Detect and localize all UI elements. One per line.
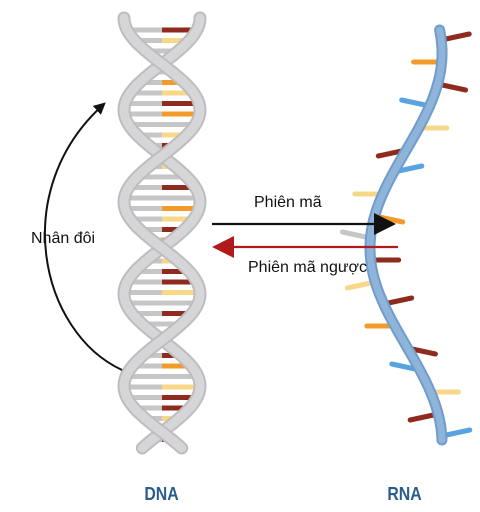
transcription-arrow-head [374, 213, 396, 235]
rna-backbone [364, 24, 448, 446]
dna-double-helix [117, 11, 207, 455]
dna-backbone-strand-a-highlight [119, 13, 205, 453]
dna-backbone-strand-b-highlight [119, 13, 205, 453]
rna-single-strand [339, 24, 473, 446]
dna-label: DNA [144, 484, 179, 504]
rna-backbone-highlight [366, 26, 446, 444]
transcription-label: Phiên mã [254, 194, 322, 211]
reverse-transcription-arrow-head [212, 236, 234, 258]
replication-label: Nhân đôi [31, 230, 96, 247]
reverse-transcription-label: Phiên mã ngược [248, 259, 368, 276]
replication-arrow [44, 102, 123, 371]
rna-label: RNA [387, 484, 422, 504]
